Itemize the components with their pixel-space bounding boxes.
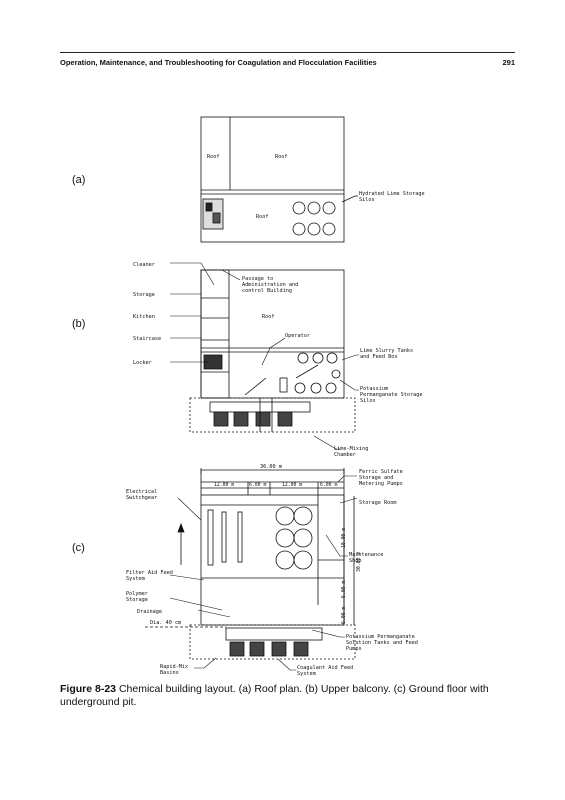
potassium-silos-label: Potassium Permanganate Storage Silos [360,386,422,404]
upper-balcony-plan [189,269,356,433]
locker-label: Locker [133,360,152,366]
dia-label: Dia. 40 cm [150,620,181,626]
ground-floor-plan [145,468,356,660]
dim-a: 12.00 m [214,482,234,488]
polymer-label: Polymer Storage [126,591,148,603]
cleaner-label: Cleaner [133,262,155,268]
maintenance-label: Maintenance Shop [349,552,383,564]
storage-label: Storage [133,292,155,298]
rapid-mix-label: Rapid-Mix Basins [160,664,188,676]
filter-aid-label: Filter Aid Feed System [126,570,173,582]
lime-silos-label: Hydrated Lime Storage Silos [359,191,425,203]
coagulant-label: Coagulant Aid Feed System [297,665,353,677]
caption-text: Chemical building layout. (a) Roof plan.… [60,683,489,708]
lime-slurry-label: Lime Slurry Tanks and Feed Box [360,348,413,360]
operator-label: Operator [285,333,310,339]
header-title: Operation, Maintenance, and Troubleshoot… [60,58,377,67]
dim-b: 6.00 m [249,482,266,488]
drainage-label: Drainage [137,609,162,615]
panel-label-c: (c) [72,542,85,554]
page-number: 291 [502,58,515,67]
dim-v2: 30.00 m [356,552,362,572]
dim-v4: 6.00 m [341,607,347,624]
dim-c: 12.00 m [282,482,302,488]
kitchen-label: Kitchen [133,314,155,320]
passage-label: Passage to Administration and control Bu… [242,276,298,294]
roof-a-left: Roof [207,154,220,160]
dim-total: 36.00 m [260,464,282,470]
dim-d: 6.00 m [320,482,337,488]
roof-b-label: Roof [262,314,275,320]
storage-room-label: Storage Room [359,500,396,506]
panel-label-b: (b) [72,318,86,330]
roof-a-lower: Roof [256,214,269,220]
panel-label-a: (a) [72,174,86,186]
dim-v1: 18.00 m [341,528,347,548]
ferric-label: Ferric Sulfate Storage and Metering Pump… [359,469,403,487]
dim-v3: 6.00 m [341,581,347,598]
figure-caption: Figure 8-23 Chemical building layout. (a… [60,683,520,709]
roof-a-right: Roof [275,154,288,160]
lime-mixing-label: Lime-Mixing Chamber [334,446,368,458]
electrical-label: Electrical Switchgear [126,489,157,501]
roof-plan [200,116,358,243]
figure-number: Figure 8-23 [60,683,117,695]
potassium-solution-label: Potassium Permanganate Solution Tanks an… [346,634,418,652]
staircase-label: Staircase [133,336,161,342]
header-rule [60,52,515,53]
